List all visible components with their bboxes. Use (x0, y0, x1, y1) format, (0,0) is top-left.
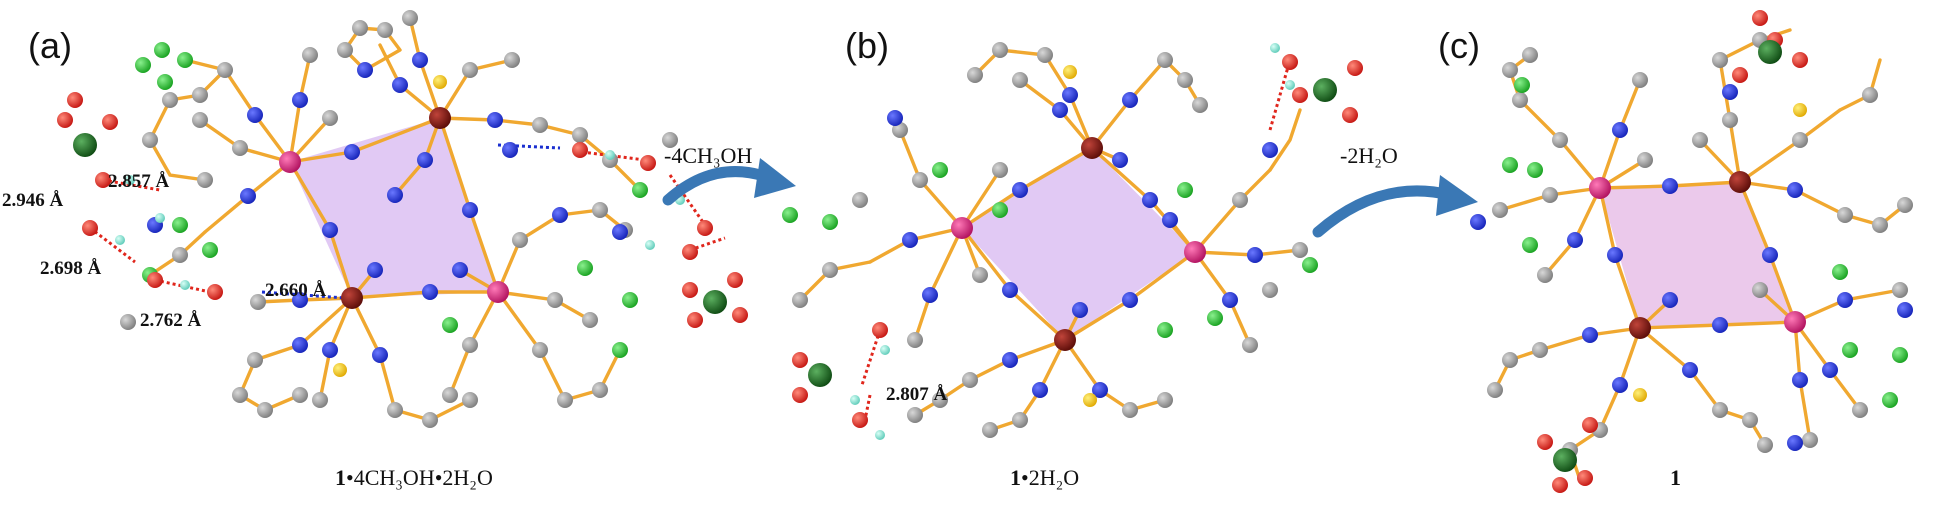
panel-c: (c) (1438, 10, 1913, 493)
panel-c-molecule (1470, 10, 1913, 493)
panel-b-atoms (782, 42, 1363, 440)
panel-b-distance-1: 2.807 Å (886, 384, 948, 405)
panel-b-label: (b) (845, 25, 889, 66)
arrow-2-label: -2H₂O (1340, 143, 1398, 168)
panel-a: (a) (2, 10, 748, 490)
arrow-2: -2H₂O (1312, 143, 1478, 238)
panel-a-label: (a) (28, 25, 72, 66)
panel-a-distance-1: 2.857 Å (108, 171, 170, 192)
panel-a-molecule (57, 10, 748, 428)
panel-a-caption: 1•4CH₃OH•2H₂O (335, 465, 493, 490)
panel-c-caption: 1 (1670, 465, 1681, 490)
panel-a-distance-4: 2.762 Å (140, 310, 202, 331)
panel-a-core (290, 118, 498, 298)
panel-b-molecule (782, 42, 1363, 440)
panel-b-caption: 1•2H₂O (1010, 465, 1079, 490)
arrow-1: -4CH₃OH (662, 143, 796, 206)
panel-b-hbonds (860, 59, 1292, 421)
panel-a-distance-5: 2.660 Å (265, 280, 327, 301)
panel-c-core (1600, 182, 1795, 328)
panel-b: (b) (782, 25, 1363, 490)
panel-a-distance-2: 2.946 Å (2, 190, 64, 211)
panel-c-label: (c) (1438, 25, 1480, 66)
panel-a-distance-3: 2.698 Å (40, 258, 102, 279)
panel-a-atoms (57, 10, 748, 428)
panel-c-atoms (1470, 10, 1913, 493)
arrow-1-label: -4CH₃OH (664, 143, 752, 168)
